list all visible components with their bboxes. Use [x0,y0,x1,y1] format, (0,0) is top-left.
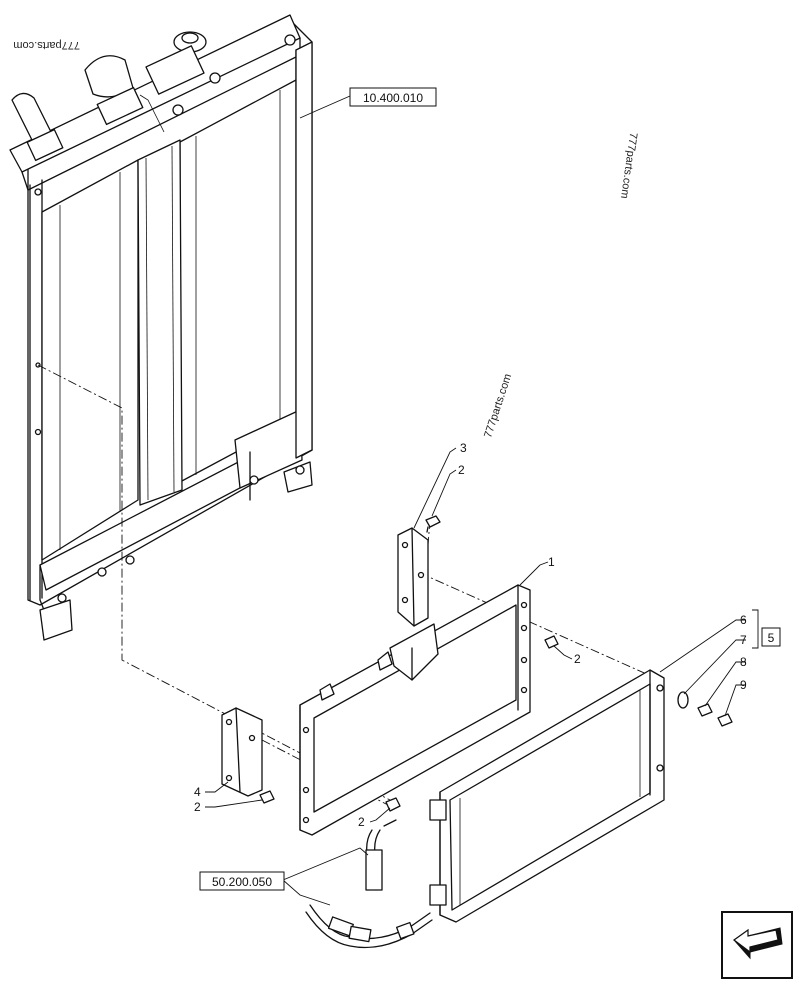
watermark-center: 777parts.com [482,372,514,439]
callout-7: 7 [740,633,747,647]
reference-label-ac-line: 50.200.050 [212,875,272,889]
fitting-parts-6-9 [677,691,733,727]
callout-6: 6 [740,613,747,627]
callout-2-left: 2 [194,800,201,814]
callout-2-right: 2 [574,652,581,666]
callout-box-5[interactable]: 5 [761,627,781,647]
lower-bracket-part-4 [221,707,275,804]
callout-5: 5 [768,631,775,645]
leader-lines [205,95,759,906]
reference-box-ac-line[interactable]: 50.200.050 [199,871,285,891]
reference-box-radiator[interactable]: 10.400.010 [349,87,437,107]
callout-2-bottom: 2 [358,815,365,829]
watermark-top-right: 777parts.com [618,132,639,200]
mounting-frame-part-1 [299,584,559,836]
upper-bracket-part-3 [397,515,441,627]
ac-hose-lines [305,819,433,949]
callout-3: 3 [460,441,467,455]
arrow-back-icon[interactable] [721,911,793,979]
callout-2-top: 2 [458,463,465,477]
callout-4: 4 [194,785,201,799]
callout-9: 9 [740,678,747,692]
callout-8: 8 [740,655,747,669]
reference-label-radiator: 10.400.010 [363,91,423,105]
callout-1: 1 [548,555,555,569]
watermark-top-left: 777parts.com [13,39,80,51]
radiator-assembly [9,14,313,641]
condenser-cooler [429,669,665,923]
